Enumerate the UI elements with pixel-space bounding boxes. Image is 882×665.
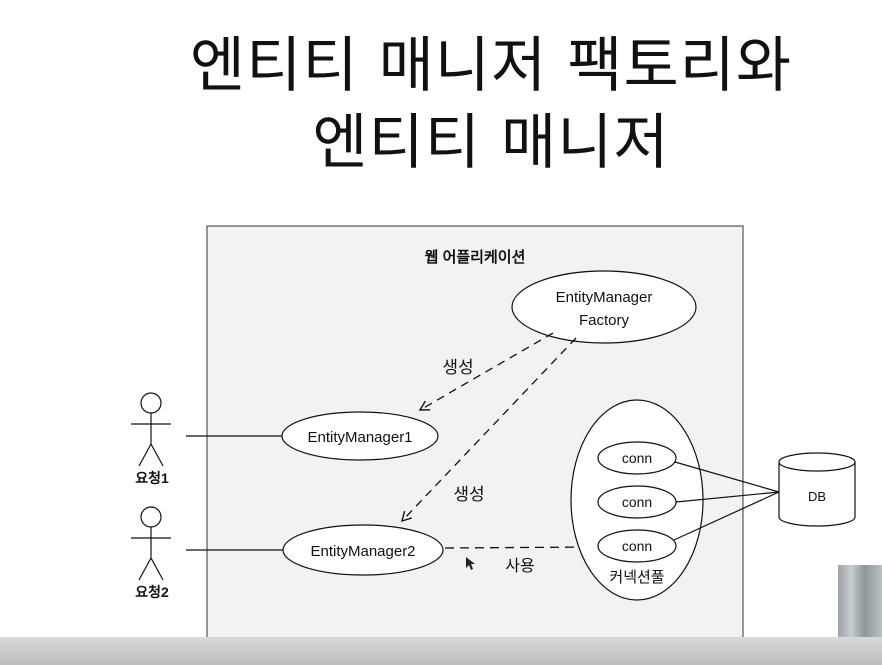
conn-node-2: conn bbox=[597, 485, 677, 519]
video-thumbnail bbox=[838, 565, 882, 637]
container-label: 웹 어플리케이션 bbox=[425, 249, 526, 266]
actor-request2 bbox=[131, 506, 171, 581]
conn-label-1: conn bbox=[622, 450, 652, 466]
conn-node-1: conn bbox=[597, 441, 677, 475]
use-label: 사용 bbox=[505, 557, 534, 575]
em1-label: EntityManager1 bbox=[307, 429, 412, 446]
entity-manager2-node: EntityManager2 bbox=[282, 524, 444, 576]
entity-manager-factory-node: EntityManager Factory bbox=[511, 270, 697, 344]
actor1-label: 요청1 bbox=[135, 470, 169, 486]
conn1-db-link bbox=[674, 461, 780, 493]
cursor-icon bbox=[466, 557, 475, 570]
page-title-line2: 엔티티 매니저 bbox=[312, 108, 670, 178]
factory-label-line2: Factory bbox=[579, 312, 630, 329]
create-label-1: 생성 bbox=[442, 358, 473, 377]
page-title-line1: 엔티티 매니저 팩토리와 bbox=[189, 31, 793, 101]
actor2-label: 요청2 bbox=[135, 584, 169, 600]
conn-label-3: conn bbox=[622, 538, 652, 554]
conn2-db-link bbox=[675, 491, 780, 503]
create-label-2: 생성 bbox=[453, 485, 484, 504]
actor-request1 bbox=[131, 392, 171, 467]
entity-manager1-node: EntityManager1 bbox=[281, 411, 439, 461]
conn-label-2: conn bbox=[622, 494, 652, 510]
conn-node-3: conn bbox=[597, 529, 677, 563]
conn3-db-link bbox=[673, 491, 780, 541]
create-arrow-em2 bbox=[401, 337, 577, 523]
database-node: DB bbox=[778, 452, 856, 527]
pool-label: 커넥션풀 bbox=[609, 569, 664, 586]
bottom-shadow-bar bbox=[0, 637, 882, 665]
em2-label: EntityManager2 bbox=[310, 543, 415, 560]
create-arrow-em1 bbox=[418, 332, 554, 411]
factory-label-line1: EntityManager bbox=[556, 289, 653, 306]
db-label: DB bbox=[808, 489, 826, 504]
use-arrow bbox=[444, 541, 597, 553]
